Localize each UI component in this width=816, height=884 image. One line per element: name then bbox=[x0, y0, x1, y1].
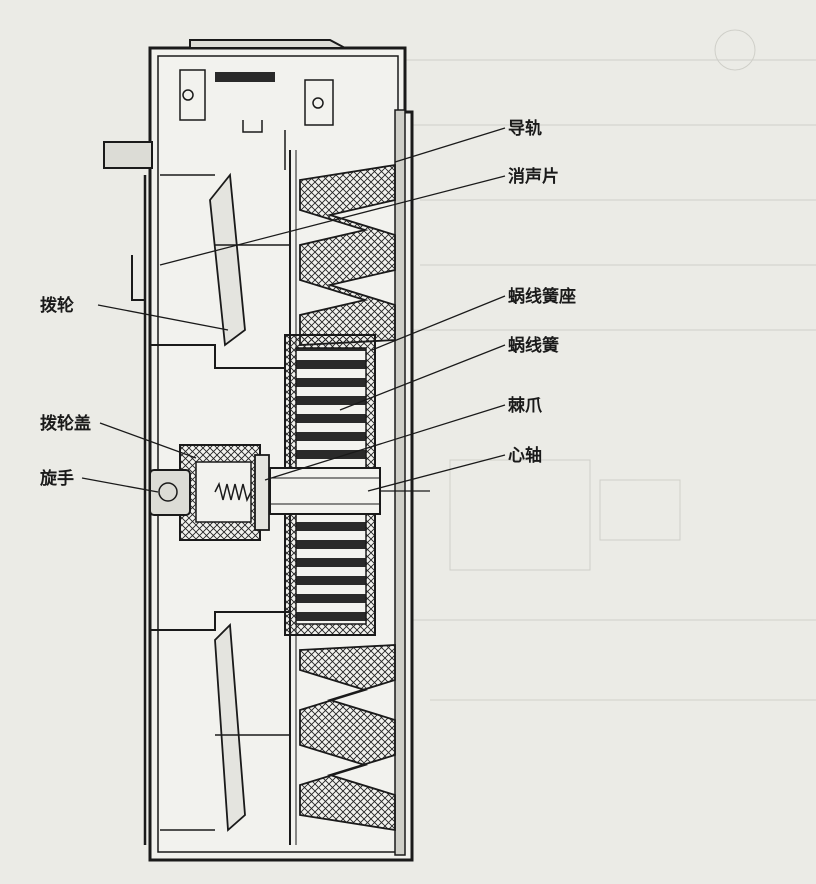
label-guide-rail: 导轨 bbox=[508, 118, 542, 139]
label-spiral-spring: 蜗线簧 bbox=[508, 335, 559, 356]
pawl-spring bbox=[214, 481, 252, 503]
callout-lines bbox=[81, 127, 506, 493]
dial-wheel-cover bbox=[179, 444, 261, 541]
label-pawl: 棘爪 bbox=[508, 395, 543, 416]
background-bleed-through bbox=[400, 29, 816, 701]
label-spring-seat: 蜗线簧座 bbox=[508, 286, 576, 307]
label-dial-wheel-cover: 拨轮盖 bbox=[40, 413, 91, 434]
pawl bbox=[254, 454, 270, 531]
dial-wheel bbox=[160, 172, 290, 832]
label-knob: 旋手 bbox=[39, 468, 74, 489]
silencer-lower bbox=[299, 644, 396, 832]
left-inner-wall bbox=[131, 175, 290, 845]
mandrel bbox=[269, 467, 430, 515]
silencer-upper bbox=[299, 163, 396, 346]
label-mandrel: 心轴 bbox=[508, 445, 542, 466]
knob bbox=[149, 469, 191, 516]
label-dial-wheel: 拨轮 bbox=[40, 295, 74, 316]
label-silencer: 消声片 bbox=[508, 166, 559, 187]
